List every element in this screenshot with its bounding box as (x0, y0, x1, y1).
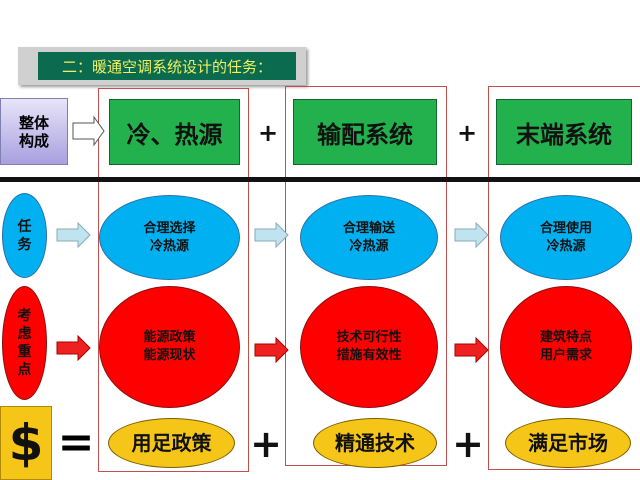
plus-sign: + (257, 119, 279, 147)
plus-sign: + (250, 422, 282, 466)
title-banner: 二：暖通空调系统设计的任务： (18, 47, 306, 85)
arrow-icon (56, 222, 91, 248)
header-distribution-system: 输配系统 (293, 99, 437, 165)
composition-label: 整体构成 (0, 98, 68, 165)
arrow-icon (254, 222, 289, 248)
result-ellipse-1: 用足政策 (108, 418, 235, 468)
focus-label: 考虑重点 (2, 286, 47, 400)
result-ellipse-3: 满足市场 (505, 418, 631, 468)
arrow-icon (454, 222, 489, 248)
task-ellipse-1: 合理选择 冷热源 (99, 195, 240, 280)
arrow-icon (56, 335, 91, 361)
column-frame-3 (488, 86, 640, 470)
column-frame-1 (98, 88, 249, 472)
result-ellipse-2: 精通技术 (313, 418, 437, 468)
focus-ellipse-3: 建筑特点 用户需求 (500, 286, 632, 408)
dollar-sign-box: $ (0, 406, 52, 480)
header-terminal-system: 末端系统 (496, 99, 632, 165)
task-ellipse-2: 合理输送 冷热源 (300, 195, 438, 280)
divider-line (0, 177, 640, 182)
header-cold-heat-source: 冷、热源 (109, 99, 240, 165)
plus-sign: + (452, 422, 484, 466)
arrow-icon (454, 337, 489, 363)
outline-arrow-icon (72, 115, 105, 147)
title-text: 二：暖通空调系统设计的任务： (38, 52, 296, 80)
focus-ellipse-1: 能源政策 能源现状 (99, 286, 240, 408)
task-label: 任务 (2, 193, 47, 278)
arrow-icon (254, 337, 289, 363)
task-ellipse-3: 合理使用 冷热源 (500, 195, 632, 280)
equals-sign: = (57, 416, 95, 468)
focus-ellipse-2: 技术可行性 措施有效性 (300, 286, 438, 408)
plus-sign: + (456, 119, 478, 147)
